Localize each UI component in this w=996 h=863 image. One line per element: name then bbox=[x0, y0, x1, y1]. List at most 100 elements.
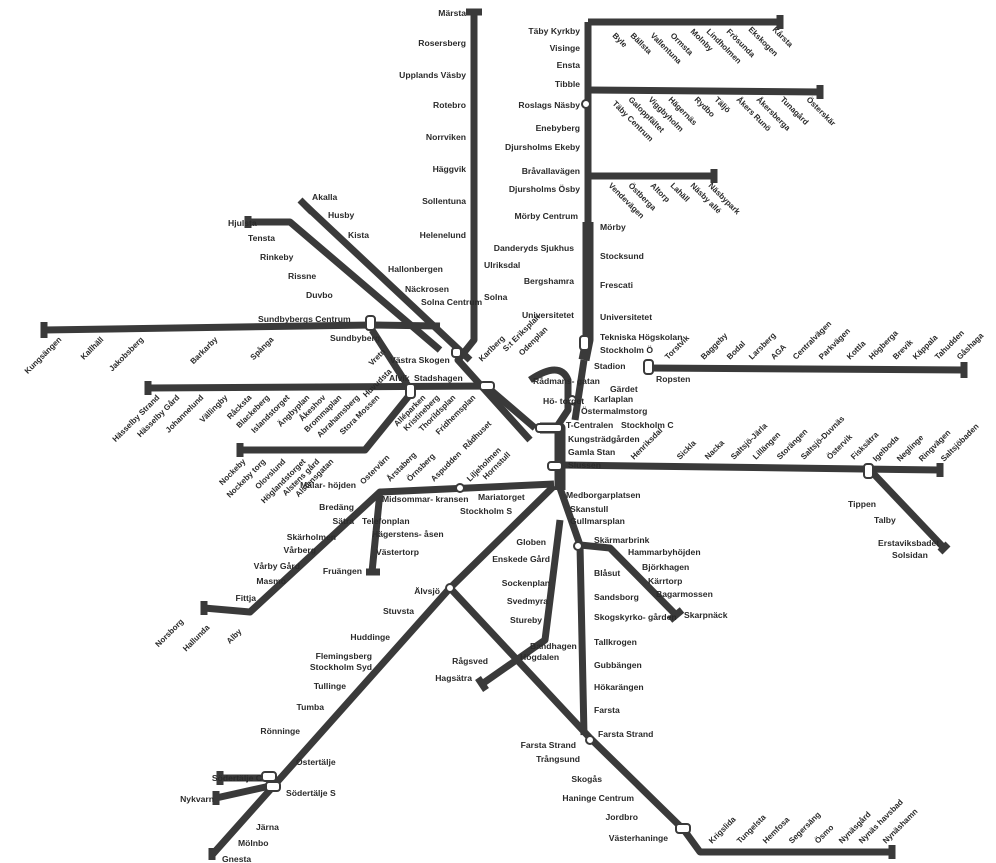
station-label: Gullmarsplan bbox=[570, 516, 625, 526]
station-label: Frescati bbox=[600, 280, 633, 290]
station-label: Mörby Centrum bbox=[514, 211, 578, 221]
station-label: Ropsten bbox=[656, 374, 690, 384]
station-label: Stockholm C bbox=[621, 420, 674, 430]
station-label: Skärmarbrink bbox=[594, 535, 650, 545]
station-label: Stuvsta bbox=[383, 606, 414, 616]
station-label: Hö- torget bbox=[543, 396, 584, 406]
station-label: Duvbo bbox=[306, 290, 333, 300]
station-label: Nykvarn bbox=[180, 794, 214, 804]
station-label: Bredäng bbox=[319, 502, 354, 512]
station-label: Stockholm S bbox=[460, 506, 512, 516]
station-label: Solna Centrum bbox=[421, 297, 482, 307]
station-label: Visinge bbox=[550, 43, 581, 53]
station-label: Märsta bbox=[438, 8, 466, 18]
station-label: Stadion bbox=[594, 361, 626, 371]
station-label: Ensta bbox=[557, 60, 581, 70]
station-label: Stadshagen bbox=[414, 373, 463, 383]
station-label: Stockholm Ö bbox=[600, 345, 653, 355]
station-label: Gubbängen bbox=[594, 660, 642, 670]
station-label: Skärholmen bbox=[287, 532, 336, 542]
station-label: Norrviken bbox=[426, 132, 466, 142]
station-label: Järna bbox=[256, 822, 279, 832]
station-label: Huddinge bbox=[350, 632, 390, 642]
station-label: Karlaplan bbox=[594, 394, 633, 404]
station-label: Sollentuna bbox=[422, 196, 466, 206]
line-nynashamn bbox=[450, 588, 892, 852]
station-label: Farsta Strand bbox=[521, 740, 576, 750]
station-label: Österskär bbox=[805, 95, 838, 128]
station-label: Näckrosen bbox=[405, 284, 449, 294]
station-label: Tensta bbox=[248, 233, 275, 243]
station-label: Mölnbo bbox=[238, 838, 269, 848]
station-label: Bagarmossen bbox=[656, 589, 713, 599]
station-label: Universitetet bbox=[600, 312, 652, 322]
station-label: Hökarängen bbox=[594, 682, 644, 692]
line-lidingo bbox=[648, 368, 964, 370]
station-label: Aspudden bbox=[429, 449, 463, 483]
station-label: Tallkrogen bbox=[594, 637, 637, 647]
station-label: Fittja bbox=[235, 593, 256, 603]
station-label: Telefonplan bbox=[362, 516, 410, 526]
station-label: Vårby Gård bbox=[254, 561, 300, 571]
station-label: Södertälje S bbox=[286, 788, 336, 798]
station-label: Helenelund bbox=[420, 230, 466, 240]
station-label: Skogskyrko- gården bbox=[594, 612, 677, 622]
station-label: Haninge Centrum bbox=[562, 793, 634, 803]
station-label: Blåsut bbox=[594, 568, 620, 578]
station-label: Rydbo bbox=[693, 95, 717, 119]
station-label: Bråvallavägen bbox=[522, 166, 580, 176]
station-label: Solna bbox=[484, 292, 508, 302]
station-label: Rådmans- gatan bbox=[533, 376, 600, 386]
station-label: Farsta Strand bbox=[598, 729, 653, 739]
station-label: Akalla bbox=[312, 192, 338, 202]
station-label: Kungsängen bbox=[23, 335, 64, 376]
station-label: Enskede Gård bbox=[492, 554, 550, 564]
line-osterskar bbox=[588, 90, 820, 92]
station-label: Rosersberg bbox=[418, 38, 466, 48]
station-label: Rissne bbox=[288, 271, 316, 281]
line-kungsangen bbox=[44, 325, 440, 330]
station-label: Tibble bbox=[555, 79, 580, 89]
station-label: Kottla bbox=[845, 339, 868, 362]
station-label: Stockholm Syd bbox=[310, 662, 372, 672]
station-label: Bergshamra bbox=[524, 276, 574, 286]
station-label: Tullinge bbox=[314, 681, 347, 691]
station-label: Mörby bbox=[600, 222, 626, 232]
station-label: Brevik bbox=[891, 337, 915, 361]
station-label: Rotebro bbox=[433, 100, 466, 110]
station-label: Gamla Stan bbox=[568, 447, 615, 457]
station-label: Skanstull bbox=[570, 504, 608, 514]
station-label: Ostervärn bbox=[358, 453, 391, 486]
station-label: Sickla bbox=[675, 438, 698, 461]
station-label: Talby bbox=[874, 515, 896, 525]
station-label: Solsidan bbox=[892, 550, 928, 560]
station-label: Jordbro bbox=[606, 812, 638, 822]
station-label: Bandhagen bbox=[530, 641, 577, 651]
station-label: Erstaviksbadet bbox=[878, 538, 939, 548]
station-label: Enebyberg bbox=[536, 123, 580, 133]
station-label: Östertälje bbox=[296, 757, 336, 767]
station-label: Byle bbox=[611, 31, 630, 50]
station-label: Trångsund bbox=[536, 754, 580, 764]
station-label: Gnesta bbox=[222, 854, 251, 863]
station-label: Hjulsta bbox=[228, 218, 257, 228]
station-label: Krigslida bbox=[707, 814, 738, 845]
station-label: Farsta bbox=[594, 705, 620, 715]
station-label: Häggvik bbox=[433, 164, 467, 174]
line-marsta bbox=[458, 12, 530, 440]
station-label: Roslags Näsby bbox=[518, 100, 580, 110]
station-label: Nacka bbox=[703, 438, 726, 461]
station-label: Medborgarplatsen bbox=[566, 490, 641, 500]
line-solsidan bbox=[870, 470, 944, 548]
station-label: Globen bbox=[516, 537, 546, 547]
station-label: Midsommar- kransen bbox=[382, 494, 468, 504]
station-label: Kungsträdgården bbox=[568, 434, 640, 444]
station-label: Rinkeby bbox=[260, 252, 294, 262]
station-label: Alby bbox=[225, 627, 244, 646]
station-label: Västra Skogen bbox=[390, 355, 450, 365]
station-label: Slussen bbox=[568, 460, 601, 470]
station-label: Sandsborg bbox=[594, 592, 639, 602]
station-label: Spånga bbox=[249, 335, 276, 362]
station-label: Sundbybergs Centrum bbox=[258, 314, 351, 324]
station-label: Djursholms Ösby bbox=[509, 184, 580, 194]
